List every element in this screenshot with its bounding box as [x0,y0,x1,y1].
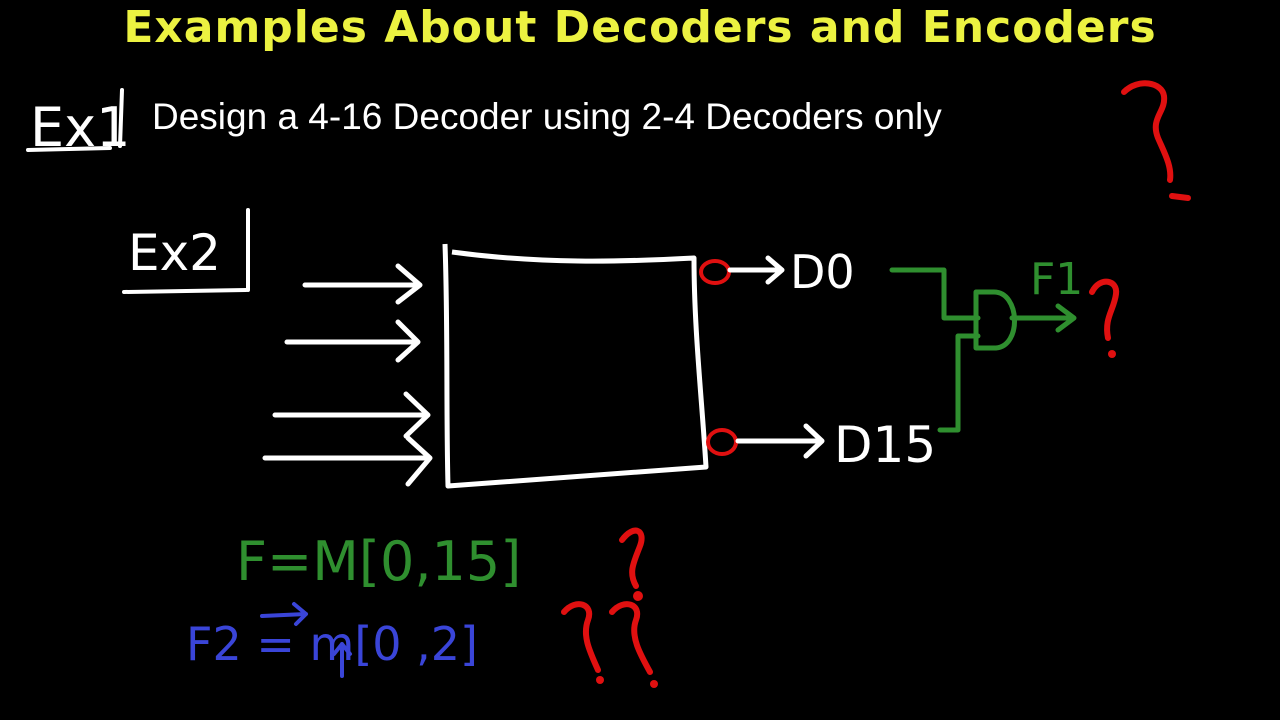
input-arrows [262,263,433,487]
gate-output-arrow [1009,303,1077,333]
output-label-d0: D0 [790,245,855,299]
ex1-question: Design a 4-16 Decoder using 2-4 Decoders… [152,96,942,137]
output-bubble-d0 [699,259,731,285]
equation-f2-arrows [260,602,352,678]
input-arrow-4 [262,435,433,487]
output-bubble-d15 [706,428,738,456]
decoder-block [442,243,709,489]
page-title: Examples About Decoders and Encoders [123,2,1157,53]
ex2-label-group: Ex2 [122,208,250,294]
input-arrow-1 [302,263,423,305]
ex1-label-group: Ex1 [26,88,130,159]
green-wiring [889,267,1077,433]
and-gate [973,289,1017,351]
equation-f-question-mark [619,527,645,601]
output-label-d15: D15 [834,416,936,474]
ex2-label: Ex2 [128,224,221,282]
ex1-question-mark [1121,80,1191,201]
output-arrow-d15 [735,423,825,459]
output-arrows [727,255,825,459]
equation-f2-question-marks [561,601,658,688]
gate-output-question-mark [1089,278,1120,358]
output-arrow-d0 [727,255,785,285]
gate-output-label: F1 [1030,254,1083,305]
equation-f2: F2 = m[0 ,2] [186,617,478,671]
input-arrow-3 [272,391,431,439]
equation-f: F=M[0,15] [236,530,521,593]
input-arrow-2 [284,319,421,363]
